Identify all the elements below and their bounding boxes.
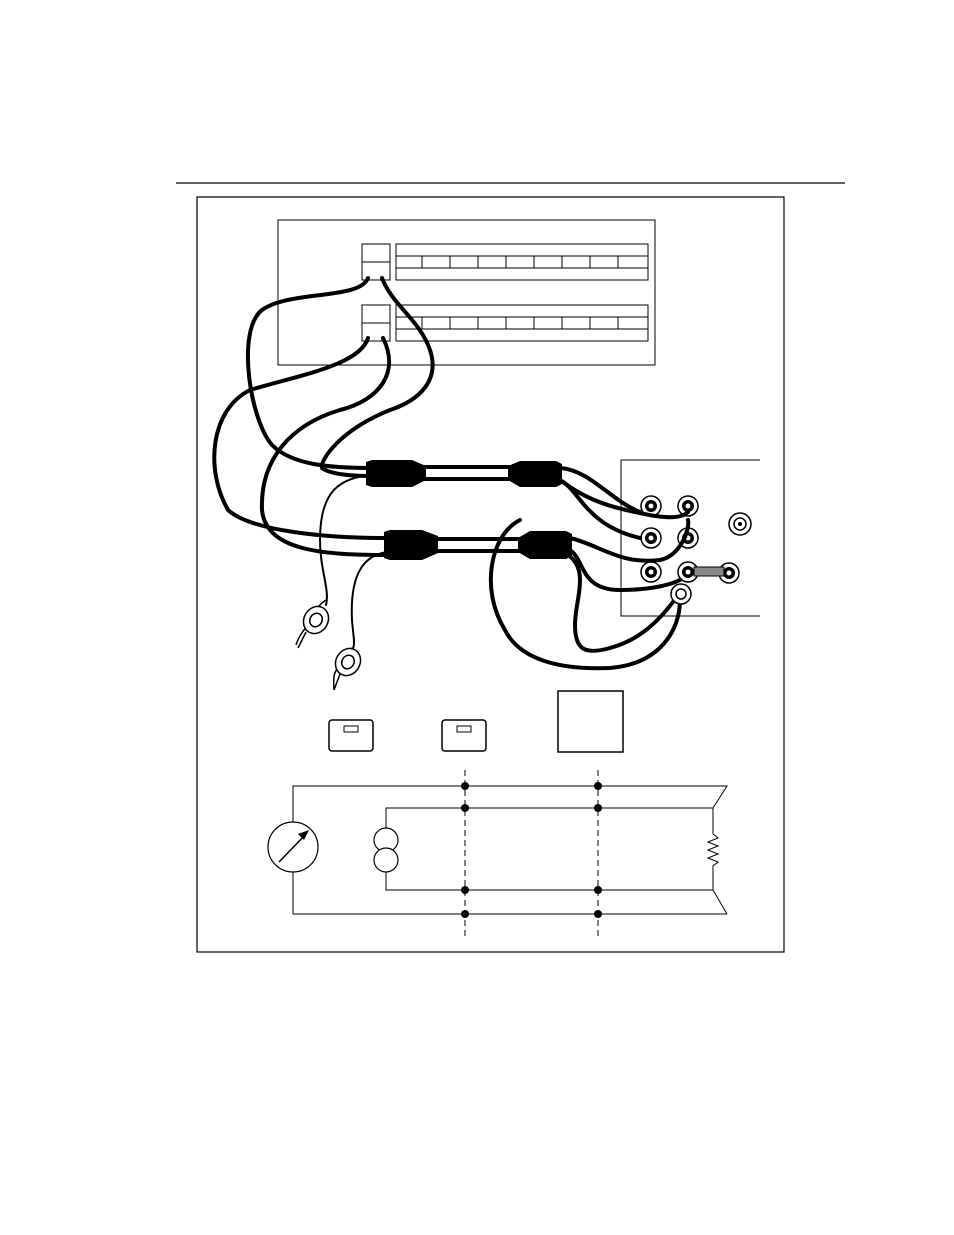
schematic-inner-bottom — [386, 868, 713, 890]
bnc-jack — [729, 513, 751, 535]
shorting-bar — [694, 567, 724, 576]
junction-dot — [461, 910, 469, 918]
meter-button-2 — [442, 720, 486, 751]
boot-lower-right — [518, 531, 572, 559]
binding-post-3 — [641, 528, 661, 548]
wire-clip-lead-2 — [352, 552, 388, 650]
alligator-clip-2 — [331, 644, 366, 690]
wire-top-lo — [322, 278, 433, 476]
channel-strip-top — [396, 244, 648, 280]
alligator-clip-1 — [296, 600, 333, 648]
device-under-test-box — [558, 691, 623, 752]
ohmmeter-icon — [268, 822, 318, 872]
resistor-icon — [708, 834, 718, 868]
wire-clip-lead-1 — [320, 475, 372, 605]
current-source-icon — [374, 828, 398, 872]
wire-bottom-hi — [214, 338, 386, 538]
boot-lower-left — [384, 530, 438, 560]
boot-upper-right — [508, 461, 562, 487]
break-mark-top — [713, 786, 727, 808]
junction-dot — [461, 804, 469, 812]
junction-dot — [594, 782, 602, 790]
junction-dots — [461, 782, 602, 918]
channel-dividers-top — [422, 256, 618, 268]
channel-strip-bottom — [396, 305, 648, 341]
schematic-outer-top — [293, 786, 717, 846]
wire-lower-to-post4 — [570, 520, 688, 561]
break-mark-bottom — [713, 890, 727, 914]
meter-button-1 — [329, 720, 373, 751]
schematic-inner-top — [386, 808, 713, 834]
cable-boots — [366, 460, 572, 560]
schematic-outer-bottom — [293, 848, 727, 914]
binding-post-5 — [641, 562, 661, 582]
wire-bottom-lo — [262, 338, 389, 555]
switch-card-top — [362, 244, 648, 280]
junction-dot — [594, 910, 602, 918]
junction-dot — [461, 886, 469, 894]
junction-dot — [461, 782, 469, 790]
banana-plug-guard — [671, 584, 691, 604]
schematic — [293, 770, 727, 940]
test-cables — [214, 278, 688, 668]
junction-dot — [594, 804, 602, 812]
junction-dot — [594, 886, 602, 894]
channel-dividers-bottom — [422, 317, 618, 329]
boot-upper-left — [366, 460, 426, 487]
